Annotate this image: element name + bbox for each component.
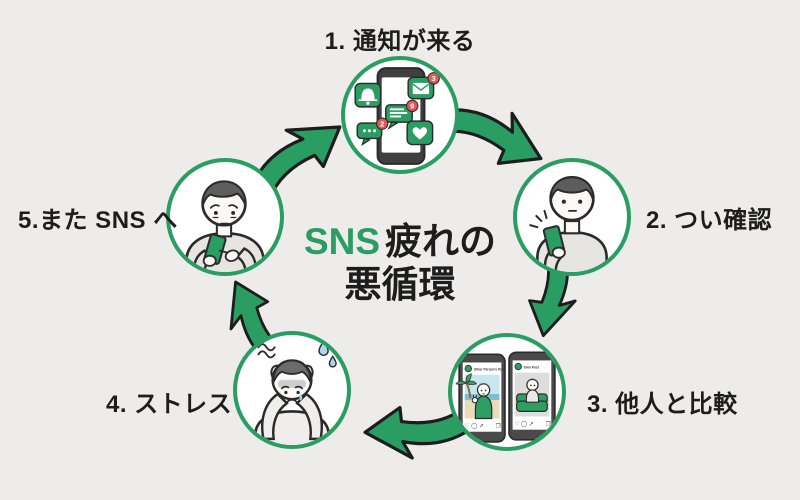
compare-posts-illustration: Other Person's Post	[455, 351, 556, 443]
person-checking-phone-illustration	[529, 175, 608, 272]
sofa-photo	[514, 372, 550, 417]
step-circle-stress	[233, 331, 351, 449]
notification-badge-mail: 3	[427, 72, 440, 85]
step-label-checking: 2. つい確認	[646, 207, 773, 234]
step-circle-comparison: Other Person's Post	[448, 333, 566, 451]
person-icon	[254, 359, 330, 445]
svg-text:9: 9	[410, 101, 414, 110]
person-icon	[184, 180, 266, 272]
other-person-phone: Other Person's Post	[455, 353, 506, 443]
svg-text:2: 2	[380, 119, 384, 128]
title-highlight: SNS	[303, 221, 381, 262]
step-circle-back-to-sns	[166, 158, 284, 276]
svg-text:♡ ◯ ➚: ♡ ◯ ➚	[515, 421, 534, 428]
own-post-label: Own Post	[524, 365, 540, 369]
arrow-3-to-4	[363, 405, 471, 460]
arrow-5-to-1	[251, 125, 342, 202]
svg-text:3: 3	[431, 74, 435, 83]
bell-icon	[354, 82, 382, 108]
tired-person-phone-illustration	[184, 180, 266, 272]
person-icon	[536, 175, 608, 272]
step-label-stress: 4. ストレス	[106, 391, 233, 418]
step-label-comparison: 3. 他人と比較	[587, 391, 738, 418]
sweat-drops-icon	[318, 339, 337, 368]
avatar	[514, 362, 522, 371]
step-circle-notifications: 3 9	[341, 56, 459, 174]
alert-lines	[529, 209, 548, 229]
svg-text:❒: ❒	[546, 421, 551, 428]
notification-badge-message: 2	[375, 117, 389, 130]
scribble-icon	[257, 343, 276, 359]
title-line2: 悪循環	[344, 264, 456, 306]
pointing-hand	[218, 249, 240, 262]
notification-badge-chat: 9	[406, 99, 419, 113]
hand	[551, 246, 566, 259]
svg-text:♡ ◯ ➚: ♡ ◯ ➚	[465, 423, 484, 430]
hand	[202, 254, 217, 267]
post-action-icons: ♡ ◯ ➚ ❒	[465, 423, 501, 430]
step-label-back-to-sns: 5.また SNS へ	[18, 207, 178, 234]
phone-notifications-illustration: 3 9	[354, 67, 440, 165]
avatar	[464, 364, 472, 373]
stressed-person-illustration	[254, 339, 337, 445]
title-line1-rest: 疲れの	[385, 221, 497, 262]
chat-bubble-icon: 9	[385, 99, 419, 130]
step-circle-checking	[513, 158, 631, 276]
message-dots-icon: 2	[356, 117, 389, 146]
beach-photo	[455, 373, 500, 420]
own-phone: Own Post ♡ ◯ ➚ ❒	[508, 351, 556, 441]
step-label-notifications: 1. 通知が来る	[324, 28, 476, 55]
svg-text:❒: ❒	[496, 423, 501, 430]
mail-icon: 3	[407, 72, 440, 100]
post-action-icons: ♡ ◯ ➚ ❒	[515, 421, 551, 428]
other-post-label: Other Person's Post	[474, 367, 506, 371]
heart-icon	[406, 120, 434, 146]
arrow-1-to-2	[440, 108, 543, 165]
